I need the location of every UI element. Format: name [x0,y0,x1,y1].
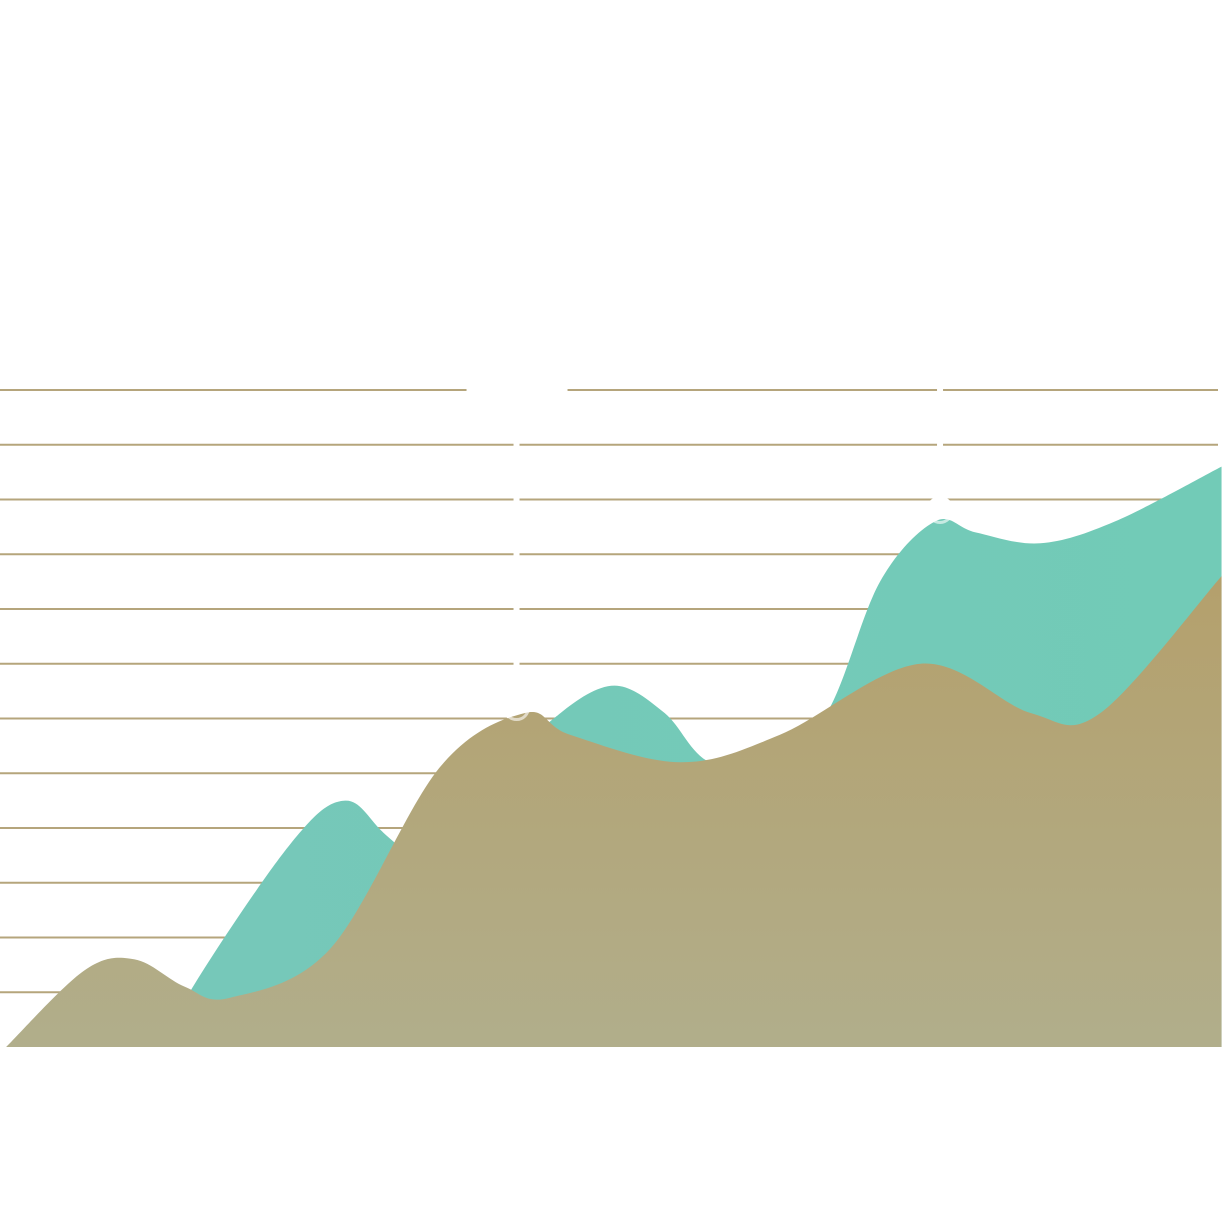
callouts [466,177,989,722]
marker-circle-overlay [926,496,954,524]
marker-circle-overlay [503,694,531,722]
callout-box [466,355,568,391]
areas [6,466,1222,1047]
callout-box [890,177,989,248]
tan-area-series [6,576,1222,1047]
